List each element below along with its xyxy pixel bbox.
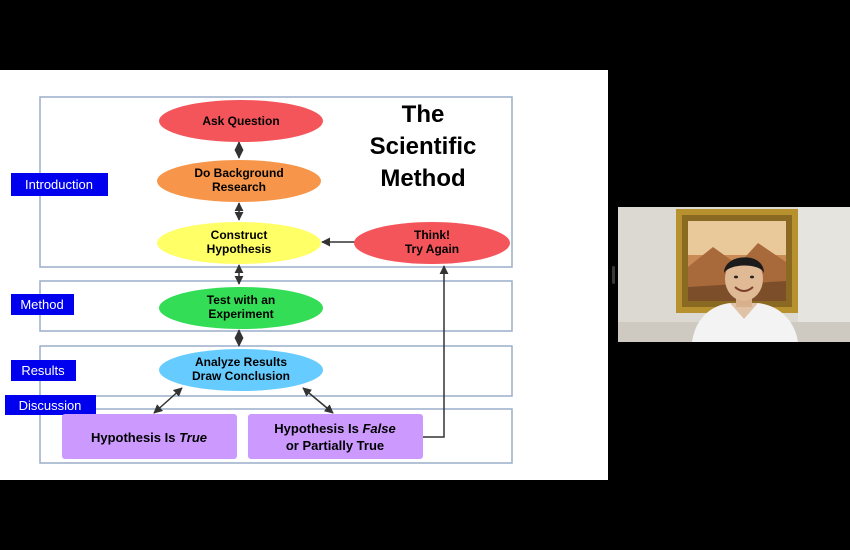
- shared-slide: The Scientific Method Introduction Metho…: [0, 70, 608, 480]
- discussion-label-box: [5, 395, 96, 415]
- introduction-label: Introduction: [25, 177, 93, 192]
- analyze-results-node: [159, 349, 323, 391]
- slide-title-line-3: Method: [380, 165, 465, 192]
- hypothesis-false-text-2: or Partially True: [286, 438, 384, 453]
- think-try-again-node: [354, 222, 510, 264]
- hypothesis-true-box: [62, 414, 237, 459]
- hypothesis-false-box: [248, 414, 423, 459]
- split-view-divider[interactable]: [612, 266, 615, 284]
- analyze-results-text-1: Analyze Results: [195, 355, 287, 369]
- participant-person: [692, 257, 798, 342]
- test-experiment-text-2: Experiment: [208, 307, 273, 321]
- test-experiment-text-1: Test with an: [207, 293, 275, 307]
- arrow-analyze-true: [153, 387, 183, 414]
- ask-question-text: Ask Question: [202, 114, 279, 128]
- discussion-frame: [39, 408, 513, 464]
- think-try-again-text-1: Think!: [414, 228, 450, 242]
- construct-hypothesis-text-1: Construct: [211, 228, 268, 242]
- method-label-box: [11, 294, 74, 315]
- background-research-node: [157, 160, 321, 202]
- slide-title-line-2: Scientific: [370, 133, 477, 160]
- construct-hypothesis-node: [157, 222, 321, 264]
- ask-question-node: [159, 100, 323, 142]
- arrow-false-to-think: [423, 265, 449, 438]
- test-experiment-node: [159, 287, 323, 329]
- webcam-feed: [618, 207, 850, 342]
- discussion-label: Discussion: [19, 398, 82, 413]
- participant-video-tile[interactable]: [618, 207, 850, 342]
- introduction-label-box: [11, 173, 108, 196]
- results-label: Results: [21, 363, 65, 378]
- scientific-method-diagram: The Scientific Method Introduction Metho…: [5, 96, 513, 464]
- think-try-again-text-2: Try Again: [405, 242, 459, 256]
- arrow-analyze-false: [302, 387, 334, 414]
- analyze-results-text-2: Draw Conclusion: [192, 369, 290, 383]
- construct-hypothesis-text-2: Hypothesis: [207, 242, 272, 256]
- results-label-box: [11, 360, 76, 381]
- background-research-text-1: Do Background: [194, 166, 283, 180]
- hypothesis-true-text: Hypothesis Is True: [91, 430, 207, 445]
- background-research-text-2: Research: [212, 180, 266, 194]
- method-label: Method: [20, 297, 63, 312]
- hypothesis-false-text-1: Hypothesis Is False: [274, 421, 395, 436]
- slide-title-line-1: The: [402, 101, 445, 128]
